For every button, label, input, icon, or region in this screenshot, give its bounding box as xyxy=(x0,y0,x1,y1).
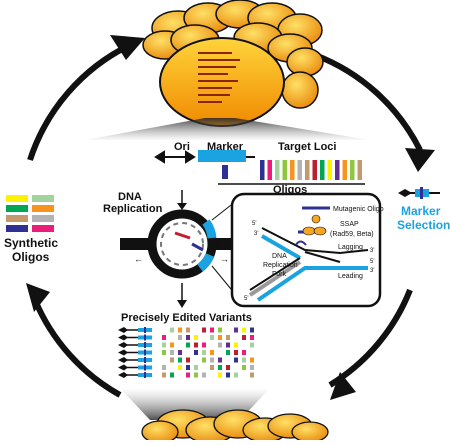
variant-rows xyxy=(118,327,254,378)
fork-label-2: Replication xyxy=(263,262,298,269)
arrowhead-bottom xyxy=(330,372,356,400)
synthetic-oligo-swatches xyxy=(6,195,54,232)
marker-oligo-bar xyxy=(222,165,228,179)
target-locus-bar xyxy=(305,160,310,180)
target-locus-bar xyxy=(260,160,265,180)
target-locus-bar xyxy=(342,160,347,180)
target-loci-bars xyxy=(260,160,362,180)
zoom-shadow-top xyxy=(85,118,370,140)
arc-bottom-left xyxy=(32,298,122,398)
cycle-arrowheads xyxy=(26,35,435,400)
oligo-swatch xyxy=(32,215,54,222)
variant-row xyxy=(118,334,254,341)
ssap-detail-label: (Rad59, Beta) xyxy=(330,231,374,238)
oligo-swatch xyxy=(32,205,54,212)
genome-lines xyxy=(198,52,240,103)
fork-5p-right-mid: 5' xyxy=(370,259,374,265)
fork-5p-top: 5' xyxy=(252,221,256,227)
variant-row xyxy=(118,364,254,371)
oligo-swatch xyxy=(32,195,54,202)
target-locus-bar xyxy=(275,160,280,180)
leading-label: Leading xyxy=(338,273,363,280)
target-locus-bar xyxy=(320,160,325,180)
fork-5p-bottom: 5' xyxy=(244,296,248,302)
oligo-swatch xyxy=(6,195,28,202)
fork-label-1: DNA xyxy=(272,253,287,260)
target-locus-bar xyxy=(357,160,362,180)
arc-top-right xyxy=(313,52,423,152)
yeast-colony-bottom xyxy=(141,409,329,444)
dna-replication-label-1: DNA xyxy=(118,191,142,203)
target-locus-bar xyxy=(327,160,332,180)
marker-selection-label-2: Selection xyxy=(397,218,450,232)
oligo-swatch xyxy=(6,205,28,212)
fork-strands xyxy=(248,227,369,302)
mutagenic-oligo-label: Mutagenic Oligo xyxy=(333,206,384,213)
target-locus-bar xyxy=(312,160,317,180)
variant-row xyxy=(118,349,246,356)
arc-top-left xyxy=(27,42,132,161)
target-locus-bar xyxy=(290,160,295,180)
target-locus-bar xyxy=(282,160,287,180)
replication-bubble: ← → xyxy=(120,209,245,279)
lagging-label: Lagging xyxy=(338,244,363,251)
marker-selection-construct xyxy=(398,187,440,199)
ssap-protein xyxy=(302,214,327,236)
svg-text:←: ← xyxy=(134,254,143,264)
target-locus-bar xyxy=(267,160,272,180)
variant-row xyxy=(118,342,254,348)
synthetic-oligos-label-2: Oligos xyxy=(12,250,50,264)
down-arrow-2 xyxy=(177,283,187,308)
oligo-swatch xyxy=(32,225,54,232)
target-loci-label: Target Loci xyxy=(278,141,336,153)
fork-3p-top: 3' xyxy=(254,231,258,237)
fork-3p-right-top: 3' xyxy=(370,248,374,254)
arrowhead-right xyxy=(405,148,435,172)
ssap-label: SSAP xyxy=(340,221,359,228)
ori-double-arrow xyxy=(154,150,196,164)
variant-row xyxy=(118,357,254,363)
arrowhead-top xyxy=(110,35,145,60)
ori-label: Ori xyxy=(174,141,190,153)
oligo-swatch xyxy=(6,215,28,222)
variant-row xyxy=(118,372,254,378)
oligo-swatch xyxy=(6,225,28,232)
synthetic-oligos-label-1: Synthetic xyxy=(4,236,58,250)
target-locus-bar xyxy=(335,160,340,180)
fork-3p-right-bottom: 3' xyxy=(370,268,374,274)
precisely-edited-variants-label: Precisely Edited Variants xyxy=(121,312,252,324)
variant-row xyxy=(118,327,254,333)
arrowhead-left xyxy=(26,283,50,312)
svg-text:→: → xyxy=(220,254,229,264)
target-locus-bar xyxy=(297,160,302,180)
dna-replication-label-2: Replication xyxy=(103,203,163,215)
marker-selection-label-1: Marker xyxy=(401,204,441,218)
down-arrow-1 xyxy=(177,190,187,210)
fork-label-3: Fork xyxy=(272,271,287,278)
marker-bar xyxy=(198,150,246,162)
target-locus-bar xyxy=(350,160,355,180)
